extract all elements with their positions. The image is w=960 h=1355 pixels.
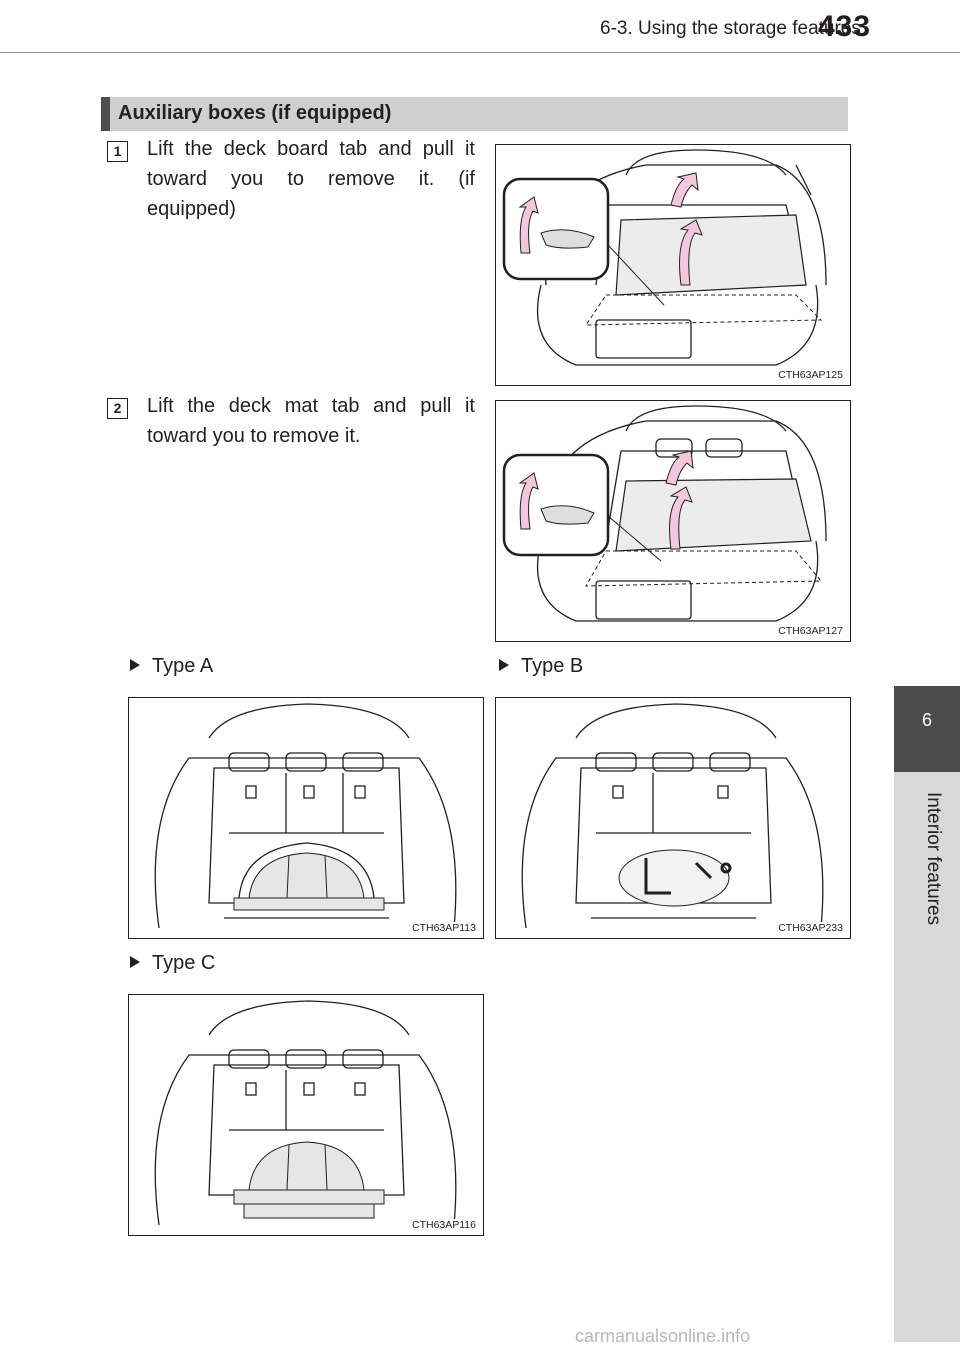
section-heading-strip (101, 97, 110, 131)
hatchback-open-illustration (502, 149, 827, 366)
figure-code: CTH63AP125 (777, 369, 844, 381)
page-number: 433 (818, 10, 872, 43)
step-1-text: Lift the deck board tab and pull it towa… (147, 138, 475, 220)
chapter-label: Interior features (923, 792, 944, 926)
figure-deck-board: CTH63AP125 (495, 144, 851, 386)
step-2-text: Lift the deck mat tab and pull it toward… (147, 395, 475, 447)
chapter-tab (894, 686, 960, 772)
figure-type-a: CTH63AP113 (128, 697, 484, 939)
footer-watermark: carmanualsonline.info (575, 1326, 751, 1346)
type-c-label: Type C (130, 952, 215, 975)
section-title: Auxiliary boxes (if equipped) (118, 102, 392, 124)
figure-code: CTH63AP113 (410, 922, 477, 934)
chapter-tab-strip (894, 772, 960, 1342)
triangle-bullet-icon (130, 659, 140, 671)
type-a-label: Type A (130, 655, 213, 678)
trunk-type-b-illustration (521, 703, 824, 929)
figure-code: CTH63AP116 (410, 1219, 477, 1231)
triangle-bullet-icon (130, 956, 140, 968)
header-divider (0, 52, 960, 53)
trunk-type-a-illustration (154, 703, 457, 929)
triangle-bullet-icon (499, 659, 509, 671)
section-heading-bar: Auxiliary boxes (if equipped) (101, 97, 848, 131)
trunk-type-c-illustration (154, 1000, 457, 1226)
chapter-number: 6 (921, 710, 932, 730)
step-number-2: 2 (107, 398, 128, 419)
running-header-title: 6-3. Using the storage features (600, 18, 861, 39)
figure-type-c: CTH63AP116 (128, 994, 484, 1236)
figure-deck-mat: CTH63AP127 (495, 400, 851, 642)
figure-type-b: CTH63AP233 (495, 697, 851, 939)
type-b-label: Type B (499, 655, 583, 678)
hatchback-open-illustration (502, 405, 827, 622)
figure-code: CTH63AP127 (777, 625, 844, 637)
figure-code: CTH63AP233 (777, 922, 844, 934)
step-number-1: 1 (107, 141, 128, 162)
